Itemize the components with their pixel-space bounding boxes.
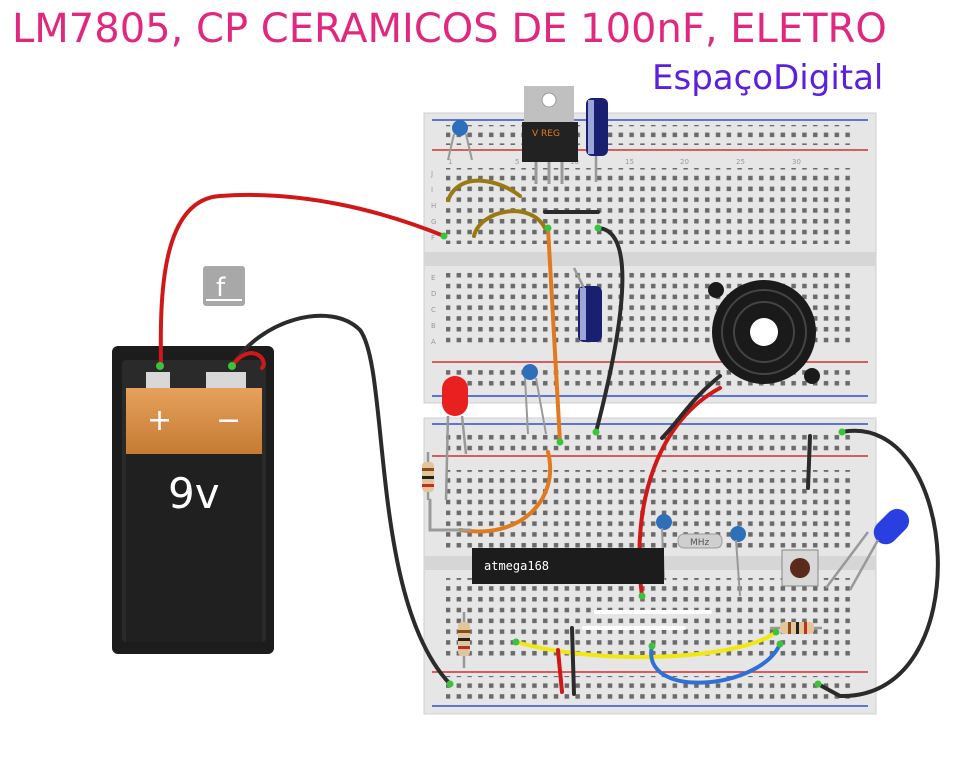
wire-yellow xyxy=(514,630,778,659)
wire-battery-plus-red xyxy=(158,192,446,368)
wire-orange-curve xyxy=(458,450,552,534)
row-letter-i: I xyxy=(431,186,433,194)
electrolytic-capacitor-top-icon xyxy=(586,98,608,182)
column-number-1: 1 xyxy=(448,158,452,166)
wires xyxy=(158,178,940,699)
led-red-icon xyxy=(442,376,468,501)
resistor-right-icon xyxy=(770,622,822,634)
wire-gray-left xyxy=(428,498,472,532)
wire-black-top-long xyxy=(594,226,625,434)
column-number-15: 15 xyxy=(625,158,634,166)
battery-voltage-label: 9v xyxy=(168,469,220,518)
ceramic-capacitor-1-icon xyxy=(447,120,473,161)
microcontroller-chip-icon: atmega168 xyxy=(472,548,664,584)
wire-red-bottom xyxy=(556,648,564,694)
resistor-left-icon xyxy=(422,452,434,500)
channel-name: EspaçoDigital xyxy=(652,58,884,98)
wire-battery-jumper-red xyxy=(230,351,266,370)
wire-blue xyxy=(649,642,782,685)
wire-orange-vertical xyxy=(546,226,562,444)
crystal-icon: MHz xyxy=(677,533,723,549)
column-number-20: 20 xyxy=(680,158,689,166)
led-blue-icon xyxy=(825,508,910,591)
row-letter-g: G xyxy=(431,218,436,226)
row-letter-b: B xyxy=(431,322,436,330)
battery-minus-label: − xyxy=(216,403,241,438)
wire-olive-2 xyxy=(472,209,547,238)
column-number-25: 25 xyxy=(736,158,745,166)
wire-black-buzzer xyxy=(660,374,722,440)
column-number-5: 5 xyxy=(515,158,519,166)
wire-black-right-loop xyxy=(816,428,940,699)
row-letter-j: J xyxy=(430,170,433,178)
column-number-30: 30 xyxy=(792,158,801,166)
row-letter-d: D xyxy=(431,290,436,298)
ceramic-capacitor-4-icon xyxy=(730,526,746,597)
wire-olive-1 xyxy=(446,178,522,202)
battery-9v-icon: + − 9v xyxy=(112,346,274,654)
svg-text:f: f xyxy=(216,273,226,303)
row-letter-h: H xyxy=(431,202,436,210)
electrolytic-capacitor-mid-icon xyxy=(572,267,602,342)
breadboard-top xyxy=(423,112,877,404)
buzzer-icon xyxy=(708,280,820,384)
connection-points xyxy=(156,224,846,688)
row-letter-c: C xyxy=(431,306,436,314)
microcontroller-label: atmega168 xyxy=(484,559,549,573)
voltage-regulator-icon: V REG xyxy=(522,86,578,184)
regulator-label: V REG xyxy=(532,129,560,139)
page-title: LM7805, CP CERAMICOS DE 100nF, ELETRO xyxy=(12,6,887,52)
ceramic-capacitor-2-icon xyxy=(522,364,547,435)
wire-battery-minus-black xyxy=(230,313,452,686)
wire-black-right-vertical xyxy=(806,434,812,490)
pushbutton-icon xyxy=(781,549,819,587)
crystal-label: MHz xyxy=(690,538,710,548)
row-letter-e: E xyxy=(431,274,435,282)
row-letter-f: F xyxy=(431,234,435,242)
battery-plus-label: + xyxy=(147,403,172,438)
resistor-bottom-icon xyxy=(458,612,470,668)
row-letter-a: A xyxy=(431,338,436,346)
fritzing-logo-icon: f xyxy=(203,266,245,306)
wire-black-bottom xyxy=(570,626,576,696)
